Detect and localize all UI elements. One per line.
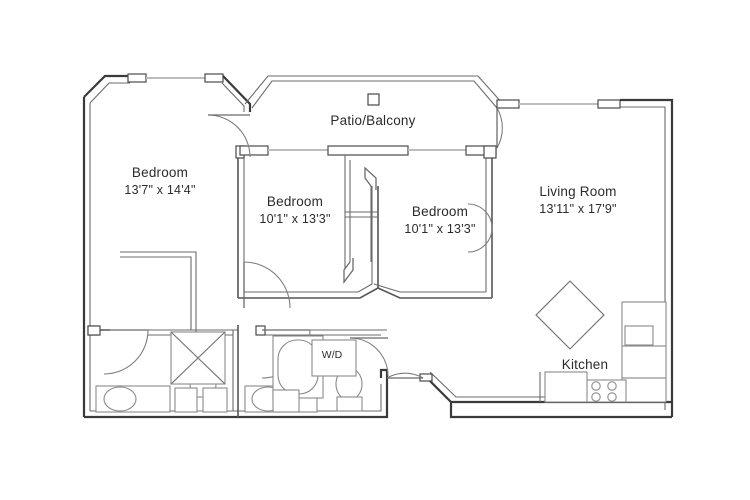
interior-walls bbox=[87, 145, 497, 417]
dim-bedroom-middle: 10'1" x 13'3" bbox=[259, 212, 330, 226]
linen-bath1 bbox=[202, 387, 228, 413]
label-bedroom-third: Bedroom bbox=[412, 204, 468, 219]
bay-jamb-left bbox=[127, 73, 147, 83]
bay-angle-right bbox=[222, 75, 252, 112]
closet-door-third[interactable] bbox=[364, 166, 377, 190]
bay-jamb-right bbox=[204, 73, 224, 83]
range-burner-1 bbox=[591, 381, 601, 391]
range-burner-4 bbox=[607, 392, 617, 402]
kitchen-panel-a bbox=[624, 325, 654, 346]
jamb-master-lower bbox=[87, 325, 101, 336]
kitchen-cabinet-low bbox=[621, 377, 667, 403]
toilet-tank-bath2 bbox=[336, 396, 363, 412]
living-room-furniture bbox=[535, 280, 605, 350]
kitchen-cabinet-mid bbox=[621, 345, 667, 379]
exterior-wall-bottom-left bbox=[84, 384, 389, 419]
door-arc-third-bedroom-lower[interactable] bbox=[467, 227, 493, 253]
room-labels: Bedroom 13'7" x 14'4" Bedroom 10'1" x 13… bbox=[124, 113, 616, 372]
range-burner-2 bbox=[607, 381, 617, 391]
bay-angle-left-inner bbox=[89, 82, 130, 104]
dim-bedroom-master: 13'7" x 14'4" bbox=[124, 183, 195, 197]
dining-table bbox=[535, 280, 605, 350]
wall-seg-b bbox=[327, 145, 409, 156]
patio-outline bbox=[244, 75, 504, 105]
kitchen-counter bbox=[544, 371, 588, 403]
exterior-wall-right bbox=[620, 98, 674, 417]
bay-angle-left bbox=[83, 74, 130, 98]
jamb-living-top bbox=[483, 145, 497, 159]
wall-seg-a bbox=[239, 145, 269, 156]
wall-master-closet bbox=[120, 251, 197, 330]
bath2-niche bbox=[272, 389, 300, 413]
dim-bedroom-third: 10'1" x 13'3" bbox=[404, 222, 475, 236]
closet-door-middle[interactable] bbox=[343, 258, 354, 284]
window-jamb-right bbox=[597, 99, 621, 109]
wall-third-bedroom-bottom-inner bbox=[373, 283, 486, 293]
bath1-fixtures bbox=[95, 331, 228, 413]
shower-x-bath1 bbox=[170, 331, 226, 385]
dim-living-room: 13'11" x 17'9" bbox=[539, 202, 616, 216]
door-jamb-patio-slider bbox=[496, 99, 520, 109]
washer-dryer-label: W/D bbox=[322, 349, 343, 361]
laundry-closet: W/D bbox=[311, 339, 357, 377]
sink-bath1 bbox=[103, 386, 137, 412]
door-arc-bath1[interactable] bbox=[103, 329, 149, 375]
label-patio-balcony: Patio/Balcony bbox=[330, 113, 415, 128]
label-kitchen: Kitchen bbox=[562, 357, 608, 372]
door-arc-middle-bedroom[interactable] bbox=[243, 261, 291, 309]
washer-dryer-unit bbox=[311, 339, 357, 377]
label-bedroom-master: Bedroom bbox=[132, 165, 188, 180]
bay-angle-right-inner bbox=[221, 82, 245, 112]
niche-bath1 bbox=[174, 387, 198, 413]
range-burner-3 bbox=[591, 392, 601, 402]
kitchen-fixtures bbox=[539, 301, 667, 403]
wall-bedrooms-bottom bbox=[238, 186, 379, 299]
entry-jamb bbox=[379, 368, 389, 384]
exterior-wall-bottom-right bbox=[449, 402, 672, 419]
wall-bedrooms-bottom-inner bbox=[244, 186, 373, 293]
door-arc-third-bedroom-upper[interactable] bbox=[467, 203, 493, 229]
bath2-fixtures bbox=[244, 335, 363, 413]
door-arc-entry[interactable] bbox=[386, 372, 424, 379]
exterior-walls bbox=[82, 73, 674, 419]
patio-outline-inner bbox=[251, 80, 498, 109]
door-arc-patio[interactable] bbox=[496, 107, 503, 149]
door-arc-master-bedroom[interactable] bbox=[207, 114, 251, 158]
wall-third-bedroom-bottom bbox=[377, 287, 492, 299]
wall-master-closet-inner bbox=[120, 256, 192, 330]
label-bedroom-middle: Bedroom bbox=[267, 194, 323, 209]
patio-marker-icon bbox=[367, 93, 380, 106]
label-living-room: Living Room bbox=[539, 184, 616, 199]
